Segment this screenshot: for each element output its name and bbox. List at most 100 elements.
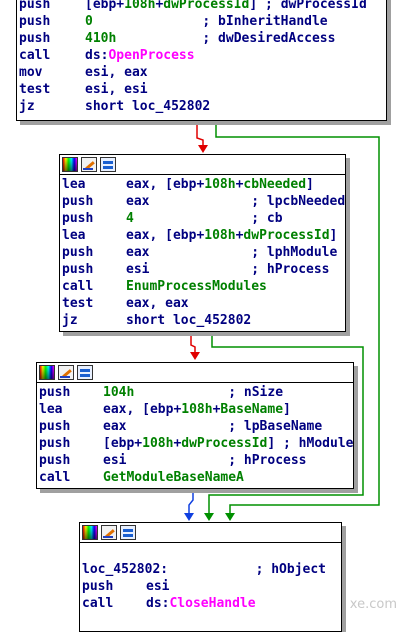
- mnemonic: call: [39, 470, 71, 485]
- edge-b2-b4-green: [208, 332, 364, 515]
- arrow-b1-b2: [198, 145, 208, 153]
- operand-token: +: [212, 402, 221, 417]
- block-body: push[ebp+108h+dwProcessId] ; dwProcessId…: [17, 0, 386, 115]
- operands: [ebp+108h+dwProcessId] ; dwProcessId: [85, 0, 367, 13]
- mnemonic: lea: [62, 228, 86, 243]
- operand-token: dwProcessId: [181, 436, 268, 451]
- mnemonic: test: [19, 82, 51, 97]
- rename-pencil-icon[interactable]: [101, 525, 117, 540]
- operand-token: 108h: [181, 402, 213, 417]
- operand-token: ; lphModule: [149, 245, 338, 260]
- watermark: xe.com: [349, 597, 397, 612]
- rename-pencil-icon[interactable]: [81, 157, 97, 172]
- code-block-openprocess[interactable]: push[ebp+108h+dwProcessId] ; dwProcessId…: [16, 0, 387, 121]
- mnemonic: push: [39, 385, 71, 400]
- asm-line[interactable]: loc_452802: ; hObject: [82, 561, 341, 578]
- operand-token: 0: [85, 14, 93, 29]
- operand-token: [ebp+: [103, 436, 143, 451]
- operand-token: +: [235, 177, 244, 192]
- block-header: [37, 363, 353, 383]
- operand-token: BaseName: [220, 402, 284, 417]
- operand-token: dwProcessId: [280, 0, 367, 12]
- asm-line[interactable]: push[ebp+108h+dwProcessId] ; dwProcessId: [19, 0, 386, 13]
- asm-line[interactable]: lea eax, [ebp+108h+cbNeeded]: [62, 176, 345, 193]
- operand-token: esi: [103, 453, 127, 468]
- operands: 410h ; dwDesiredAccess: [85, 30, 335, 47]
- operands: 4 ; cb: [126, 210, 283, 227]
- graph-view-icon[interactable]: [77, 365, 93, 380]
- asm-line[interactable]: mov esi, eax: [19, 64, 386, 81]
- mnemonic: lea: [62, 177, 86, 192]
- operand-token: GetModuleBaseNameA: [103, 470, 244, 485]
- operand-token: 410h: [85, 31, 117, 46]
- color-palette-icon[interactable]: [82, 525, 98, 540]
- mnemonic: push: [62, 211, 94, 226]
- asm-line[interactable]: test eax, eax: [62, 295, 345, 312]
- operand-token: ] ;: [249, 0, 281, 12]
- mnemonic: push: [62, 245, 94, 260]
- graph-view-icon[interactable]: [120, 525, 136, 540]
- operand-token: eax: [126, 245, 150, 260]
- operand-token: ; hProcess: [126, 453, 307, 468]
- color-palette-icon[interactable]: [39, 365, 55, 380]
- color-palette-icon[interactable]: [62, 157, 78, 172]
- operand-token: eax, [ebp+: [126, 177, 205, 192]
- operand-token: ] ; hModule: [267, 436, 354, 451]
- asm-line[interactable]: push 4 ; cb: [62, 210, 345, 227]
- operand-token: CloseHandle: [169, 596, 256, 611]
- operands: eax, eax: [126, 295, 189, 312]
- operands: esi ; hProcess: [103, 452, 307, 469]
- graph-view-icon[interactable]: [100, 157, 116, 172]
- asm-line[interactable]: push eax ; lphModule: [62, 244, 345, 261]
- operand-token: ; lpBaseName: [126, 419, 323, 434]
- operands: esi ; hProcess: [126, 261, 330, 278]
- operand-token: 108h: [124, 0, 156, 12]
- asm-line[interactable]: push[ebp+108h+dwProcessId] ; hModule: [39, 435, 353, 452]
- operands: eax, [ebp+108h+dwProcessId]: [126, 227, 337, 244]
- operand-token: esi: [146, 579, 170, 594]
- asm-line[interactable]: lea eax, [ebp+108h+dwProcessId]: [62, 227, 345, 244]
- operand-token: ]: [283, 402, 291, 417]
- asm-line[interactable]: push eax ; lpBaseName: [39, 418, 353, 435]
- mnemonic: mov: [19, 65, 43, 80]
- operands: eax, [ebp+108h+BaseName]: [103, 401, 291, 418]
- operands: eax, [ebp+108h+cbNeeded]: [126, 176, 314, 193]
- asm-line[interactable]: call GetModuleBaseNameA: [39, 469, 353, 486]
- operand-token: eax: [103, 419, 127, 434]
- mnemonic: test: [62, 296, 94, 311]
- operand-token: ds:: [146, 596, 170, 611]
- operand-token: ; cb: [133, 211, 283, 226]
- mnemonic: call: [19, 48, 51, 63]
- operand-token: ; bInheritHandle: [92, 14, 328, 29]
- operand-token: dwProcessId: [243, 228, 330, 243]
- operands: ; hObject: [146, 561, 326, 578]
- mnemonic: push: [39, 419, 71, 434]
- block-header: [60, 155, 345, 175]
- rename-pencil-icon[interactable]: [58, 365, 74, 380]
- operands: [ebp+108h+dwProcessId] ; hModule: [103, 435, 353, 452]
- operand-token: cbNeeded: [243, 177, 307, 192]
- operand-token: EnumProcessModules: [126, 279, 267, 294]
- operands: esi, eax: [85, 64, 148, 81]
- operand-token: eax, [ebp+: [103, 402, 182, 417]
- asm-line[interactable]: [82, 544, 341, 561]
